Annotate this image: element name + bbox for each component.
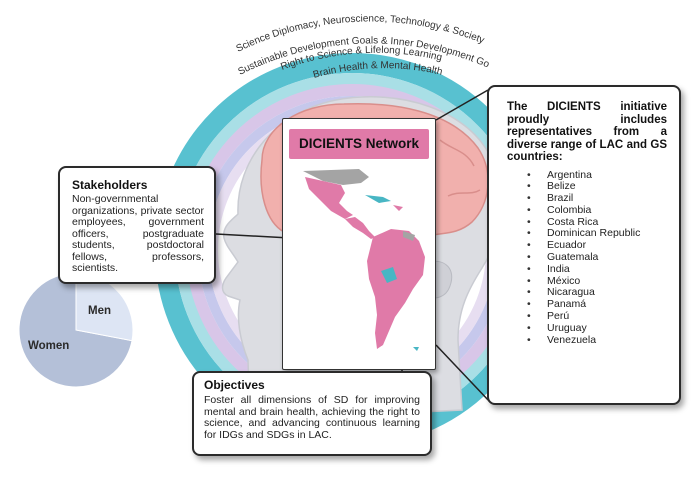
stakeholders-title: Stakeholders [72, 178, 148, 192]
country-item: Costa Rica [527, 216, 647, 229]
countries-box: The DICIENTS initiative proudly includes… [487, 85, 681, 405]
map-central-america [345, 217, 375, 239]
country-item: México [527, 275, 647, 288]
country-item: India [527, 263, 647, 276]
map-falklands [413, 347, 419, 351]
country-item: Uruguay [527, 322, 647, 335]
map-caribbean-2 [393, 205, 403, 211]
network-title: DICIENTS Network [289, 129, 429, 159]
objectives-box: Objectives Foster all dimensions of SD f… [192, 371, 432, 456]
stakeholders-box: Stakeholders Non-governmental organizati… [58, 166, 216, 284]
map-guianas [403, 231, 415, 241]
stakeholders-text: Non-governmental organizations, private … [72, 193, 204, 274]
dicients-network-panel: DICIENTS Network [282, 118, 436, 370]
country-item: Argentina [527, 169, 647, 182]
country-item: Panamá [527, 298, 647, 311]
country-item: Colombia [527, 204, 647, 217]
country-item: Ecuador [527, 239, 647, 252]
arc-labels: Science Diplomacy, Neuroscience, Technol… [0, 0, 491, 81]
latin-america-map [303, 169, 425, 351]
objectives-title: Objectives [204, 378, 265, 392]
country-item: Nicaragua [527, 287, 647, 299]
map-south-america [367, 229, 425, 349]
pie-label-women: Women [28, 340, 70, 352]
map-to-countries-line-bottom [435, 344, 491, 403]
country-list: ArgentinaBelizeBrazilColombiaCosta RicaD… [507, 169, 667, 347]
country-item: Venezuela [527, 334, 647, 347]
country-item: Dominican Republic [527, 228, 647, 240]
country-item: Brazil [527, 192, 647, 205]
country-item: Perú [527, 310, 647, 323]
map-bolivia [381, 267, 397, 283]
pie-label-men: Men [88, 305, 111, 317]
map-mexico [305, 177, 353, 219]
country-item: Guatemala [527, 251, 647, 264]
stakeholders-arrow [215, 233, 291, 239]
gender-pie-chart [18, 272, 134, 388]
objectives-text: Foster all dimensions of SD for improvin… [204, 394, 420, 441]
countries-intro: The DICIENTS initiative proudly includes… [507, 101, 667, 163]
map-to-countries-line-top [435, 89, 489, 121]
map-north-region [303, 169, 369, 185]
map-caribbean [365, 195, 391, 203]
country-item: Belize [527, 180, 647, 193]
